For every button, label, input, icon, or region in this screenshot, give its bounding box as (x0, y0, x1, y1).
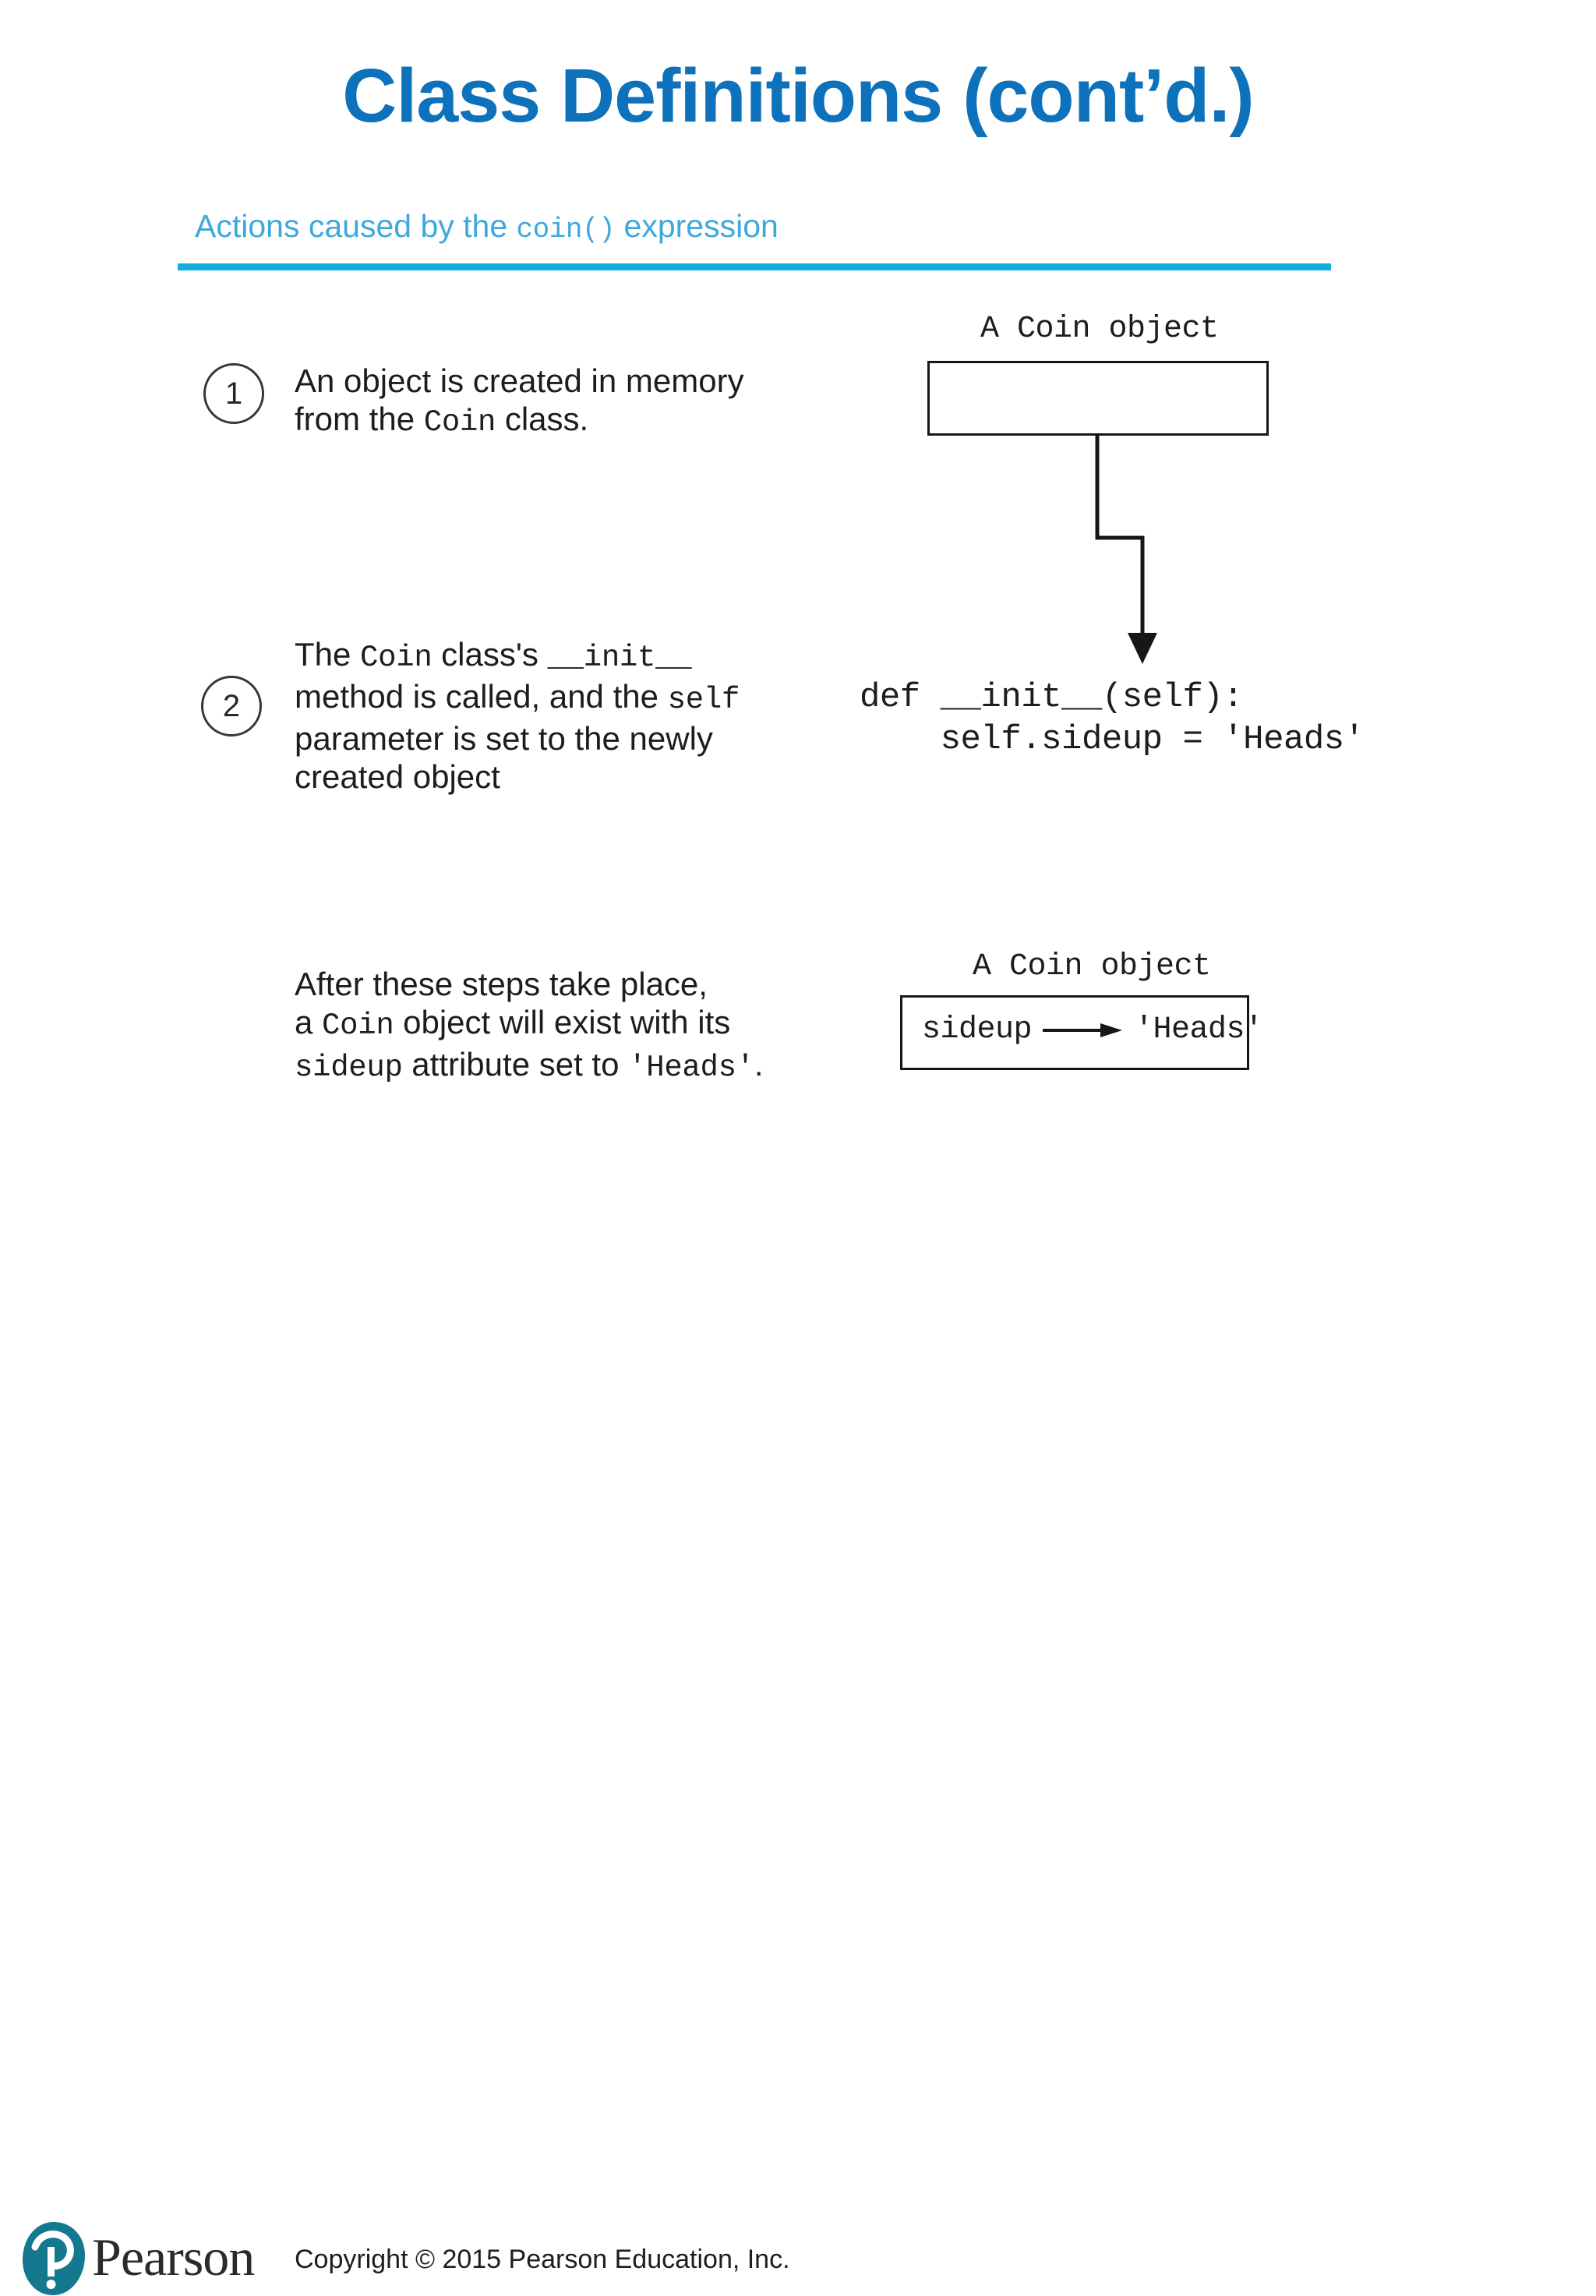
coin-object-box-empty (927, 361, 1269, 436)
step-number-badge-2: 2 (201, 676, 262, 736)
figure-caption-code: coin() (516, 214, 616, 245)
pearson-wordmark: Pearson (92, 2227, 255, 2287)
attribute-row: sideup 'Heads' (922, 1012, 1263, 1047)
page-title: Class Definitions (cont’d.) (342, 53, 1254, 138)
figure-caption: Actions caused by the coin() expression (195, 210, 779, 244)
pearson-logo-icon (23, 2222, 85, 2295)
figure-caption-suffix: expression (615, 208, 779, 244)
attribute-value: 'Heads' (1135, 1012, 1263, 1047)
init-method-code: def __init__(self): self.sideup = 'Heads… (860, 678, 1365, 759)
step-description-1: An object is created in memory from the … (295, 362, 744, 440)
arrow-right-icon (1043, 1023, 1124, 1037)
step-number-badge-1: 1 (203, 363, 264, 424)
figure-caption-prefix: Actions caused by the (195, 208, 517, 244)
connector-arrow-icon (1095, 436, 1157, 664)
summary-description: After these steps take place, a Coin obj… (295, 966, 764, 1085)
coin-object-box-filled (900, 995, 1249, 1070)
diagram-figure: 1 An object is created in memory from th… (201, 312, 1365, 1085)
attribute-name: sideup (922, 1012, 1033, 1047)
coin-object-label-top: A Coin object (980, 312, 1219, 347)
step-description-2: The Coin class's __init__ method is call… (295, 636, 740, 795)
coin-object-label-bottom: A Coin object (973, 949, 1211, 984)
slide-footer: Pearson Copyright © 2015 Pearson Educati… (0, 1104, 1596, 2295)
header-divider (178, 263, 1331, 270)
copyright-notice: Copyright © 2015 Pearson Education, Inc. (295, 2245, 790, 2274)
